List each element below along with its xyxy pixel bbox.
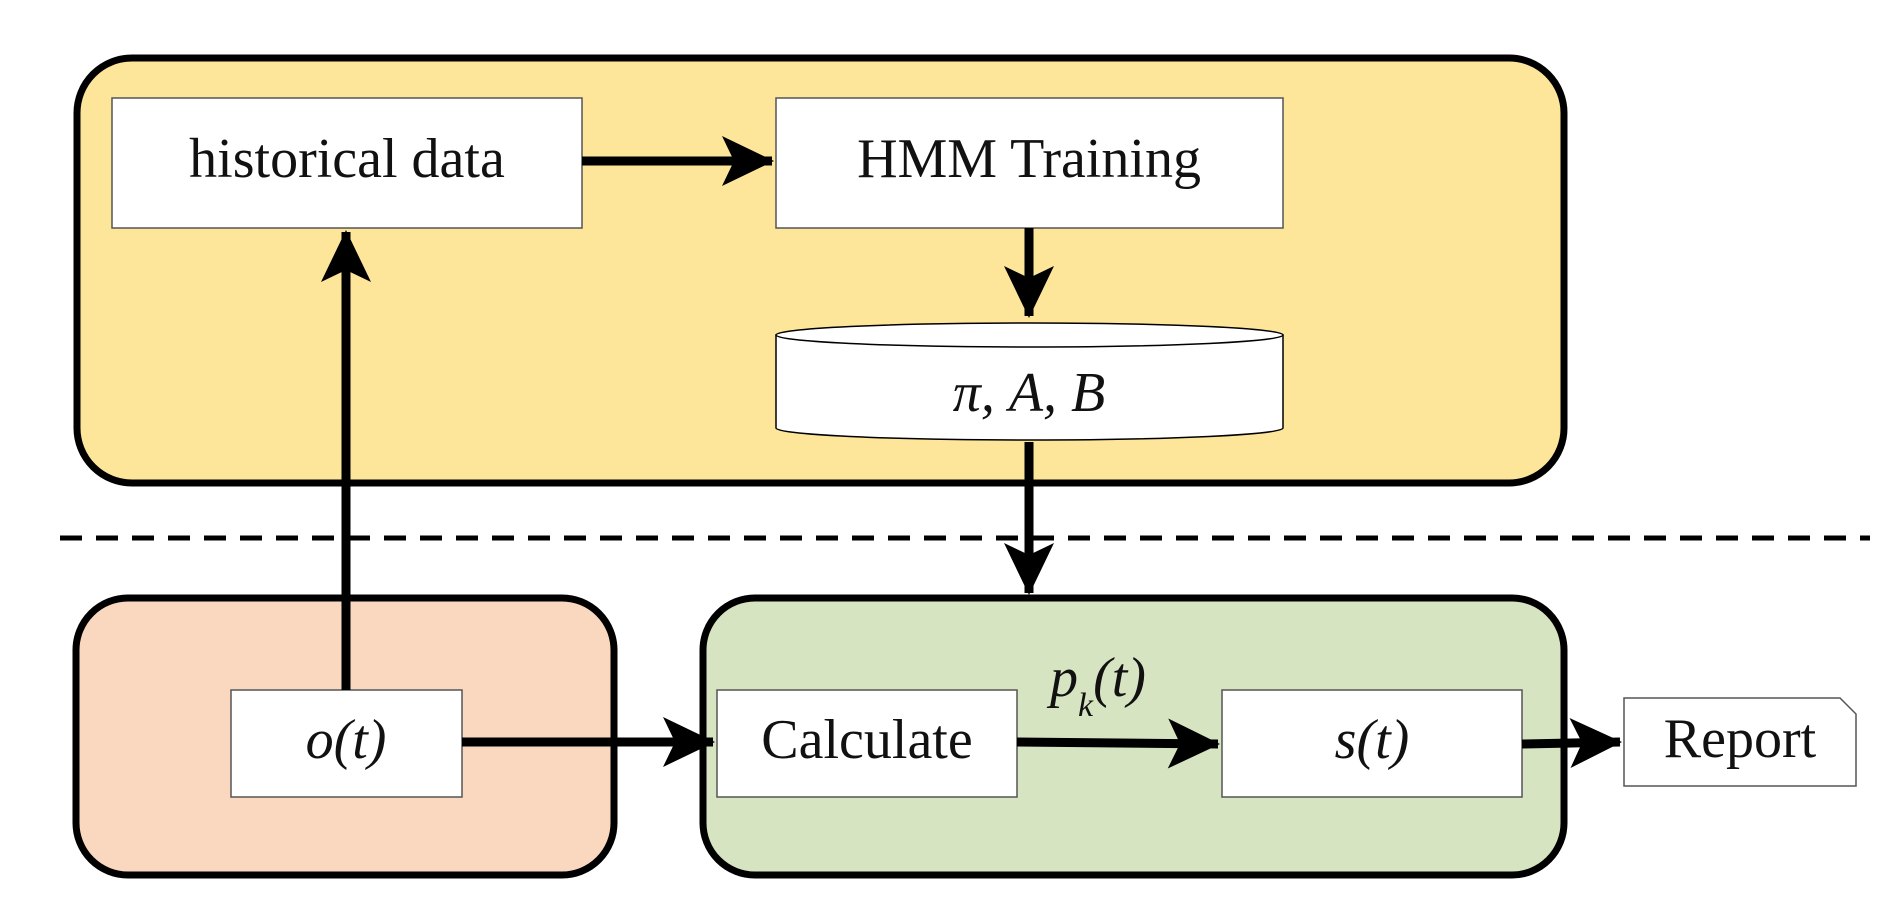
observation-node: o(t) [230,689,463,798]
historical-data-label: historical data [189,128,505,190]
calculate-label: Calculate [761,709,972,771]
report-label: Report [1664,708,1817,770]
probability-edge-label: pk(t) [1046,647,1146,724]
report-node: Report [1623,697,1857,787]
probability-subscript: k [1078,687,1094,724]
state-label: s(t) [1335,709,1410,771]
observation-label: o(t) [306,709,387,771]
arrow-state-to-report [1521,718,1622,769]
probability-suffix: (t) [1093,647,1146,709]
parameters-database: π, A, B [775,322,1284,441]
state-node: s(t) [1221,689,1523,798]
arrow-calculate-to-state [1016,718,1220,769]
hmm-training-label: HMM Training [857,128,1201,190]
historical-data-node: historical data [111,97,583,229]
parameters-label: π, A, B [953,362,1105,424]
calculate-node: Calculate [716,689,1018,798]
hmm-training-node: HMM Training [775,97,1284,229]
probability-base: p [1046,647,1078,709]
